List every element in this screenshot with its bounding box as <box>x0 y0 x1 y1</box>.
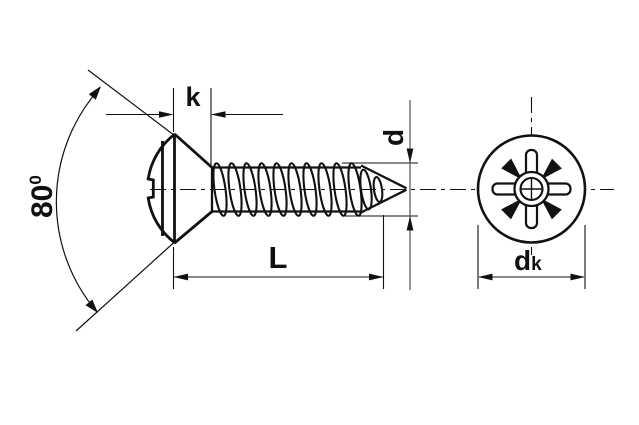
dim-arrowhead <box>478 273 493 281</box>
dimension-L: L <box>172 215 385 289</box>
angle-dimension-80: 800 <box>26 69 175 332</box>
dim-arrowhead <box>173 273 188 281</box>
angle-leg-line <box>75 241 175 332</box>
angle-label: 800 <box>26 175 59 218</box>
thread-crest <box>372 176 384 203</box>
screw-head-outline <box>146 132 214 245</box>
dim-arrowhead <box>406 148 414 163</box>
dim-arrowhead <box>570 273 585 281</box>
dimension-dk: dk <box>477 225 586 289</box>
angle-value: 80 <box>26 185 59 218</box>
side-view: k d L 800 <box>26 69 418 332</box>
dim-arrowhead <box>159 111 174 118</box>
pozidriv-recess <box>491 148 572 230</box>
thread-crest <box>257 162 273 217</box>
head-cone-top-edge <box>173 132 213 169</box>
end-view: dk <box>476 97 587 289</box>
thread-crest <box>227 162 243 217</box>
thread-crest <box>287 162 303 217</box>
dim-arrowhead <box>88 86 101 100</box>
d-dimension-label: d <box>378 129 409 146</box>
head-cone-bottom-edge <box>173 210 213 245</box>
recess-wedge <box>540 198 562 220</box>
recess-wedge <box>501 198 523 220</box>
dk-base: d <box>514 245 531 276</box>
thread-crest <box>272 162 288 217</box>
angle-superscript: 0 <box>26 175 45 184</box>
L-dimension-label: L <box>269 240 288 275</box>
dimension-k: k <box>106 82 283 165</box>
thread-crest <box>317 162 333 217</box>
dimension-d: d <box>342 100 418 290</box>
recess-wedge <box>540 158 562 180</box>
angle-leg-line <box>87 69 175 136</box>
thread-crest <box>359 168 373 211</box>
dk-subscript: k <box>531 254 542 275</box>
dk-dimension-label: dk <box>514 245 542 276</box>
angle-arc <box>55 87 101 313</box>
dim-arrowhead <box>406 216 414 231</box>
dim-arrowhead <box>369 273 384 281</box>
recess-wedge <box>501 158 523 180</box>
point-top-edge <box>360 164 408 190</box>
k-dimension-label: k <box>185 82 201 112</box>
thread-crest <box>242 162 258 217</box>
thread-crest <box>212 162 228 217</box>
dim-arrowhead <box>211 111 226 118</box>
thread-crest <box>302 162 318 217</box>
dim-arrowhead <box>85 299 98 313</box>
thread-crests <box>212 162 384 217</box>
